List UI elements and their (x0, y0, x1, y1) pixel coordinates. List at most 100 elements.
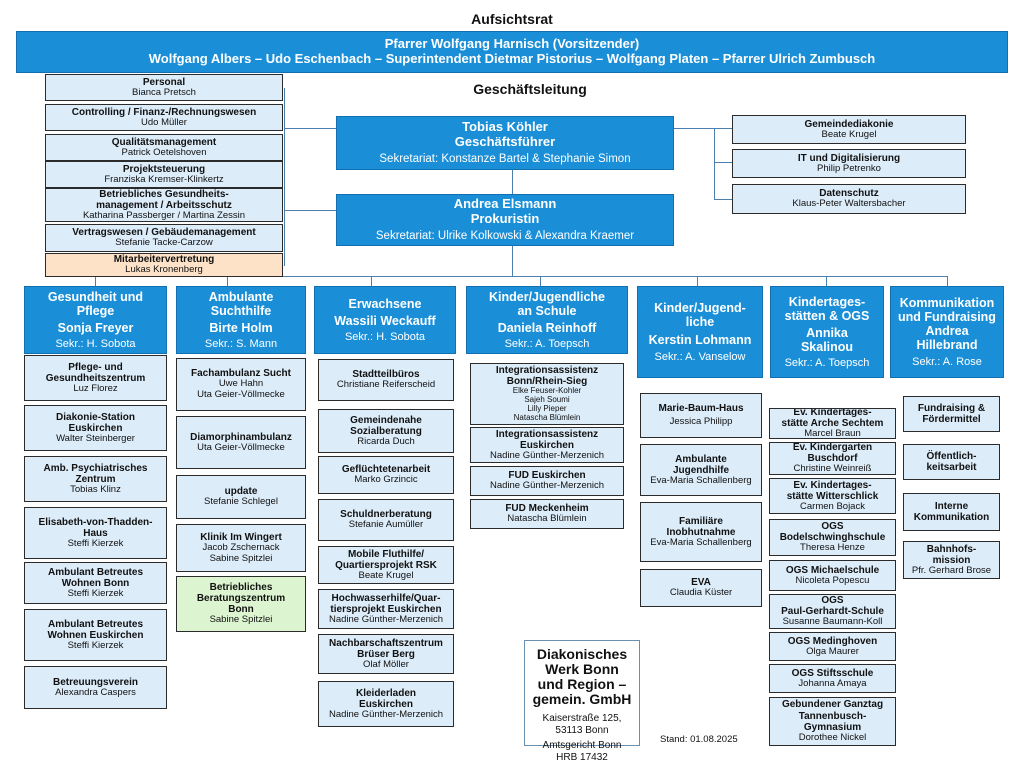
unit-title: Stadtteilbüros (352, 369, 420, 381)
unit-lead: Theresa Henze (800, 542, 865, 554)
unit-title: Pflege- und (68, 361, 123, 373)
column-head: Wassili Weckauff (334, 313, 436, 328)
staff-name: Klaus-Peter Waltersbacher (792, 198, 906, 210)
unit-lead: Olga Maurer (806, 645, 859, 657)
unit-title-2: Paul-Gerhardt-Schule (781, 606, 884, 618)
unit-lead: Sabine Spitzlei (209, 614, 273, 626)
unit-title-2: Kommunikation (913, 512, 990, 523)
unit-ogs-bodelschwinghschule: OGS Bodelschwinghschule Theresa Henze (769, 519, 896, 556)
company-info-box: Diakonisches Werk Bonn und Region – geme… (524, 640, 640, 763)
unit-title: Diamorphinambulanz (190, 431, 292, 443)
staff-name: Stefanie Tacke-Carzow (115, 237, 213, 249)
unit-nachbarschaftszentrum: Nachbarschaftszentrum Brüser Berg Olaf M… (318, 634, 454, 674)
unit-lead: Sajeh Soumi (524, 395, 570, 405)
unit-title: Elisabeth-von-Thadden- (38, 516, 153, 528)
unit-ambulante-jugendhilfe: Ambulante Jugendhilfe Eva-Maria Schallen… (640, 444, 762, 496)
unit-lead-2: Uta Geier-Völlmecke (197, 389, 285, 401)
unit-lead: Ricarda Duch (357, 435, 415, 447)
unit-title-2: Inobhutnahme (666, 526, 736, 538)
company-name-line-3: und Region – (537, 676, 627, 693)
unit-lead: Uta Geier-Völlmecke (197, 441, 285, 453)
unit-title-2: Jugendhilfe (672, 464, 730, 476)
unit-lead: Jessica Philipp (669, 416, 733, 428)
unit-title: Gemeindenahe (350, 414, 422, 426)
unit-lead: Luz Florez (73, 382, 118, 394)
company-address-street: Kaiserstraße 125, (542, 713, 622, 725)
unit-title: Marie-Baum-Haus (658, 403, 744, 415)
unit-thadden-haus: Elisabeth-von-Thadden- Haus Steffi Kierz… (24, 507, 167, 559)
unit-title: Fundraising & (917, 402, 986, 414)
unit-title: Amb. Psychiatrisches (43, 462, 148, 474)
unit-title: OGS (821, 595, 844, 606)
staff-title: Datenschutz (819, 188, 879, 200)
staff-title: Controlling / Finanz-/Rechnungswesen (71, 106, 257, 118)
stand-date: Stand: 01.08.2025 (660, 734, 738, 745)
unit-lead: Alexandra Caspers (55, 686, 136, 698)
unit-title-2: mission (932, 554, 971, 566)
unit-lead: Steffi Kierzek (67, 537, 124, 549)
unit-title: Ambulant Betreutes (47, 618, 143, 630)
unit-beratungszentrum-bonn: Betriebliches Beratungszentrum Bonn Sabi… (176, 576, 306, 632)
unit-title-2: Haus (83, 527, 108, 539)
column-secretary: Sekr.: S. Mann (204, 337, 278, 350)
staff-title: Vertragswesen / Gebäudemanagement (72, 227, 256, 239)
unit-title-2: Brüser Berg (357, 648, 415, 660)
unit-title-2: Gesundheitszentrum (45, 372, 146, 384)
unit-lead: Tobias Klinz (70, 483, 121, 495)
column-head: Daniela Reinhoff (497, 320, 597, 335)
staff-it: IT und Digitalisierung Philip Petrenko (732, 149, 966, 178)
unit-lead: Nadine Günther-Merzenich (328, 708, 444, 720)
unit-lead: Johanna Amaya (798, 677, 867, 689)
unit-title: FUD Meckenheim (505, 503, 589, 515)
unit-ogs-medinghoven: OGS Medinghoven Olga Maurer (769, 632, 896, 661)
ceo-role: Geschäftsführer (454, 133, 556, 149)
column-kitas-ogs: Kindertages- stätten & OGS Annika Skalin… (770, 286, 884, 378)
unit-lead: Olaf Möller (363, 658, 409, 670)
unit-diamorphinambulanz: Diamorphinambulanz Uta Geier-Völlmecke (176, 416, 306, 469)
company-name-line-4: gemein. GmbH (532, 691, 632, 708)
unit-lead: Eva-Maria Schallenberg (650, 474, 752, 486)
unit-title-2: Zentrum (75, 473, 116, 485)
unit-title: Integrationsassistenz (495, 364, 599, 376)
unit-lead: Christiane Reiferscheid (336, 379, 436, 391)
unit-ganztag-tannenbusch: Gebundener Ganztag Tannenbusch- Gymnasiu… (769, 697, 896, 746)
unit-lead: Nadine Günther-Merzenich (489, 480, 605, 492)
unit-update: update Stefanie Schlegel (176, 475, 306, 519)
column-head: Birte Holm (209, 320, 273, 335)
staff-gemeindediakonie: Gemeindediakonie Beate Krugel (732, 115, 966, 144)
unit-sozialberatung: Gemeindenahe Sozialberatung Ricarda Duch (318, 409, 454, 453)
unit-title-2: Buschdorf (807, 453, 858, 465)
unit-title: Hochwasserhilfe/Quar- (331, 592, 441, 604)
unit-title: Betriebliches (209, 581, 273, 593)
unit-eva: EVA Claudia Küster (640, 569, 762, 607)
unit-title: Ambulant Betreutes (47, 566, 143, 578)
unit-lead: Elke Feuser-Kohler (512, 386, 582, 396)
unit-kita-witterschlick: Ev. Kindertages- stätte Witterschlick Ca… (769, 478, 896, 514)
prokura-role: Prokuristin (470, 210, 540, 226)
unit-lead: Steffi Kierzek (67, 587, 124, 599)
column-title-2: und Fundraising (898, 309, 996, 324)
unit-stadtteilbueros: Stadtteilbüros Christiane Reiferscheid (318, 359, 454, 401)
column-secretary: Sekr.: A. Rose (912, 355, 982, 368)
unit-pflege-gesundheitszentrum: Pflege- und Gesundheitszentrum Luz Flore… (24, 355, 167, 401)
column-head-2: Hillebrand (916, 337, 978, 352)
unit-title: OGS Medinghoven (787, 635, 878, 647)
unit-gefluechtetenarbeit: Geflüchtetenarbeit Marko Grzincic (318, 456, 454, 494)
column-suchthilfe: Ambulante Suchthilfe Birte Holm Sekr.: S… (176, 286, 306, 354)
unit-title: update (224, 486, 258, 498)
unit-wohnen-euskirchen: Ambulant Betreutes Wohnen Euskirchen Ste… (24, 609, 167, 661)
unit-title: Ev. Kindergarten (792, 442, 873, 453)
unit-fud-euskirchen: FUD Euskirchen Nadine Günther-Merzenich (470, 466, 624, 496)
unit-bahnhofsmission: Bahnhofs- mission Pfr. Gerhard Brose (903, 541, 1000, 579)
staff-controlling: Controlling / Finanz-/Rechnungswesen Udo… (45, 104, 283, 131)
unit-psychiatrisches-zentrum: Amb. Psychiatrisches Zentrum Tobias Klin… (24, 456, 167, 502)
column-title-2: stätten & OGS (784, 308, 870, 323)
unit-lead: Nadine Günther-Merzenich (489, 449, 605, 461)
staff-name: Udo Müller (141, 116, 187, 128)
unit-lead: Lilly Pieper (527, 404, 567, 414)
column-title: Erwachsene (348, 296, 422, 311)
company-address-city: 53113 Bonn (555, 724, 609, 736)
column-title: Kinder/Jugendliche (489, 289, 605, 304)
staff-qualitaet: Qualitätsmanagement Patrick Oetelshoven (45, 134, 283, 161)
column-title-2: an Schule (517, 303, 577, 318)
